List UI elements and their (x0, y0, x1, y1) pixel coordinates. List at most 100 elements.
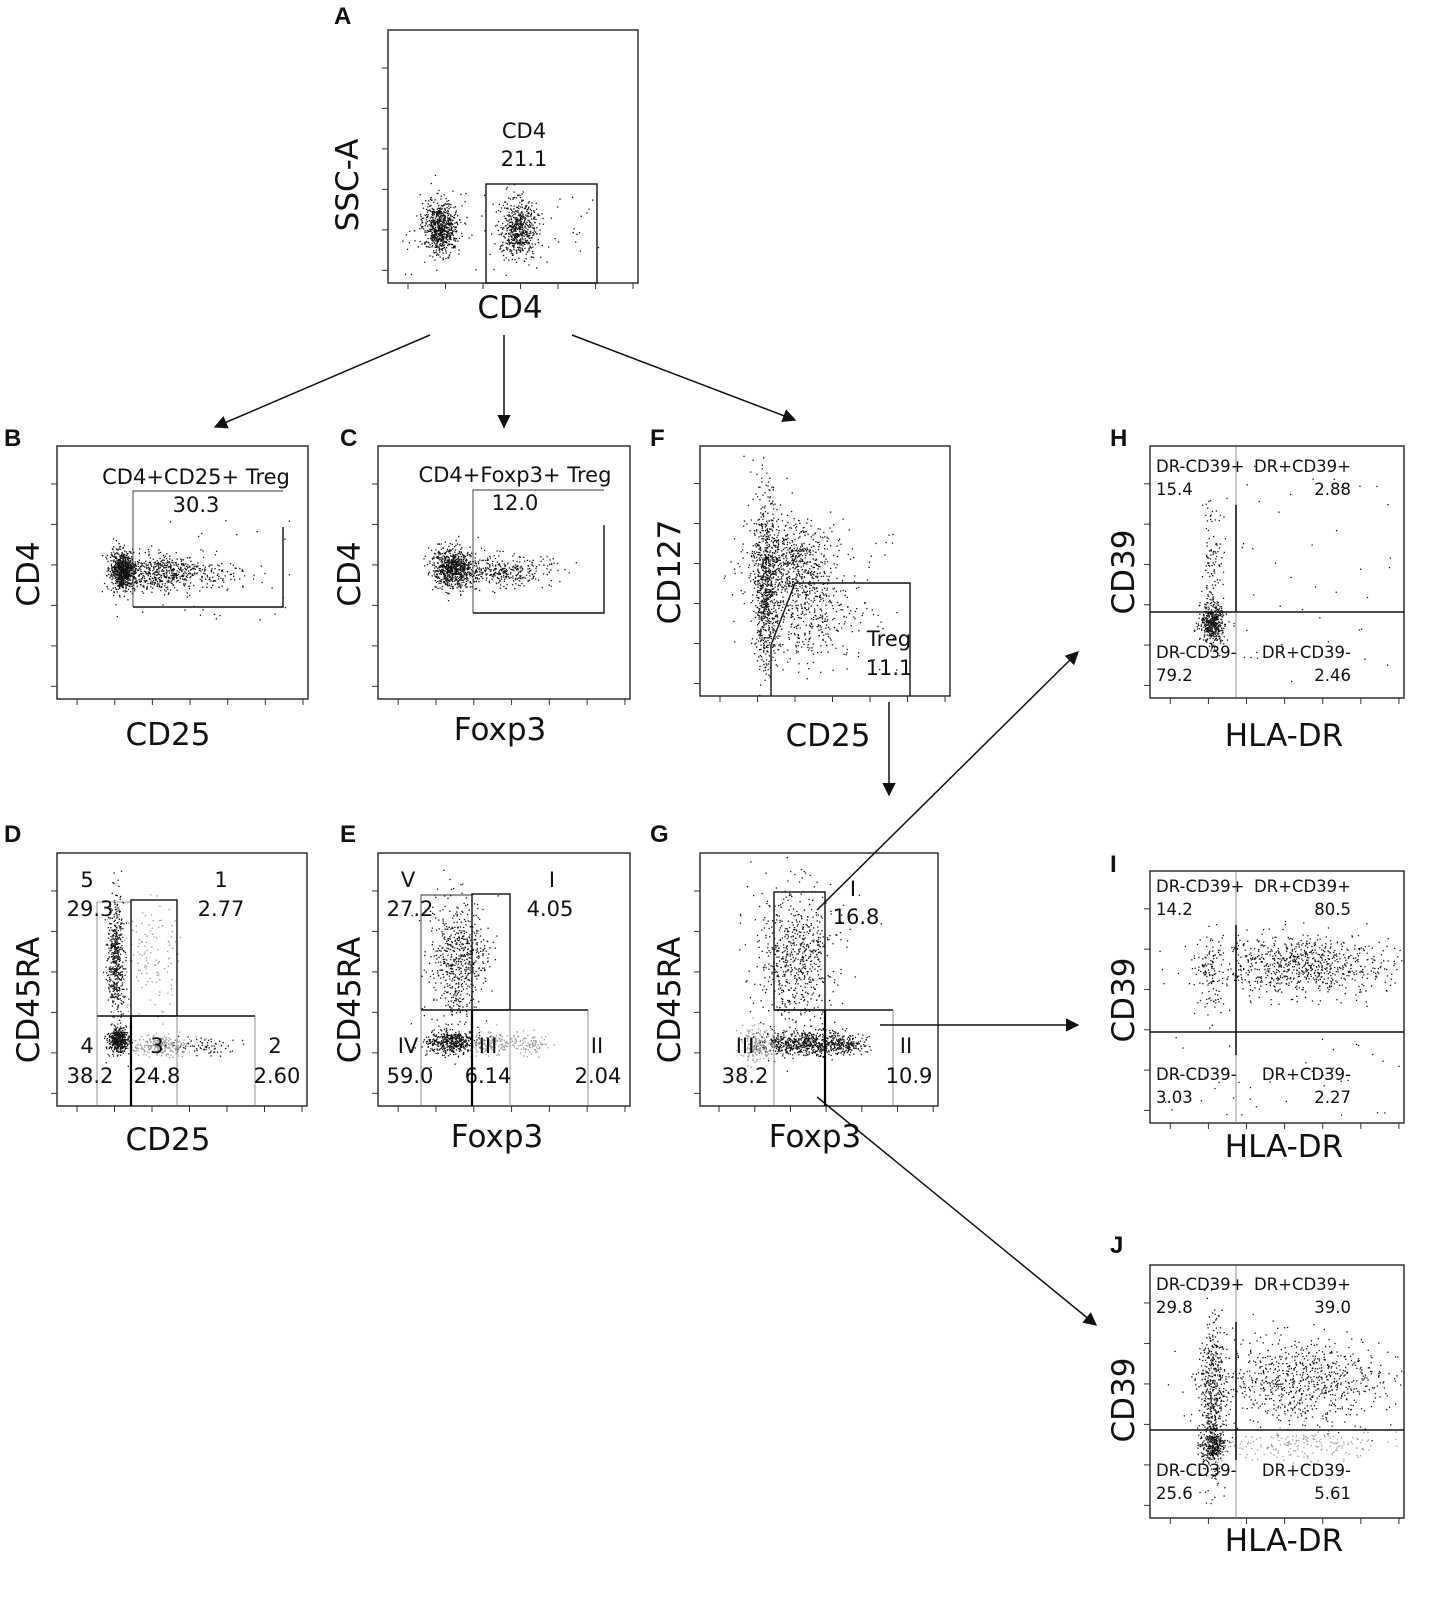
event-dot (768, 591, 770, 593)
event-dot (454, 559, 457, 561)
event-dot (171, 559, 173, 561)
event-dot (121, 584, 123, 586)
event-dot (232, 572, 235, 575)
event-dot (474, 572, 476, 574)
event-dot (758, 634, 760, 636)
event-dot (118, 543, 120, 545)
event-dot (817, 541, 819, 544)
event-dot (806, 552, 808, 554)
event-dot (528, 579, 530, 581)
event-dot (763, 597, 765, 599)
event-dot (824, 561, 826, 563)
event-dot (446, 227, 448, 229)
event-dot (767, 556, 769, 558)
event-dot (432, 256, 434, 258)
event-dot (814, 532, 817, 534)
event-dot (512, 197, 514, 199)
event-dot (118, 563, 120, 565)
event-dot (542, 558, 544, 560)
event-dot (774, 570, 776, 572)
event-dot (519, 215, 521, 217)
event-dot (768, 674, 770, 676)
event-dot (451, 563, 453, 565)
event-dot (123, 553, 126, 556)
event-dot (522, 227, 524, 229)
event-dot (487, 563, 489, 565)
event-dot (770, 540, 773, 542)
event-dot (447, 550, 449, 552)
event-dot (439, 256, 441, 258)
event-dot (434, 552, 436, 555)
event-dot (201, 532, 203, 535)
event-dot (516, 217, 518, 219)
event-dot (131, 565, 133, 568)
event-dot (552, 558, 554, 560)
event-dot (475, 569, 477, 571)
event-dot (427, 241, 430, 244)
event-dot (123, 557, 125, 559)
event-dot (476, 578, 479, 580)
arrow-a-to-b (213, 334, 431, 429)
event-dot (154, 571, 156, 573)
event-dot (778, 569, 780, 572)
event-dot (524, 218, 526, 221)
event-dot (795, 529, 797, 531)
event-dot (209, 564, 211, 566)
event-dot (765, 666, 767, 668)
event-dot (774, 645, 776, 647)
event-dot (121, 569, 123, 571)
event-dot (458, 253, 460, 255)
event-dot (826, 540, 828, 542)
event-dot (455, 558, 458, 561)
event-dot (446, 565, 448, 568)
event-dot (454, 553, 456, 556)
event-dot (419, 224, 422, 226)
event-dot (546, 568, 548, 570)
event-dot (120, 568, 122, 571)
event-dot (787, 564, 789, 567)
event-dot (498, 578, 500, 580)
event-dot (156, 569, 158, 571)
event-dot (455, 231, 457, 233)
event-dot (119, 577, 121, 579)
event-dot (758, 536, 760, 538)
event-dot (148, 553, 150, 555)
event-dot (457, 573, 460, 575)
event-dot (451, 569, 454, 571)
event-dot (823, 570, 825, 573)
event-dot (455, 238, 458, 240)
event-dot (129, 567, 131, 569)
event-dot (154, 577, 156, 579)
event-dot (183, 584, 185, 586)
event-dot (533, 230, 536, 232)
event-dot (123, 595, 126, 598)
event-dot (443, 194, 445, 196)
event-dot (451, 576, 453, 579)
event-dot (531, 218, 533, 220)
event-dot (516, 239, 519, 241)
event-dot (118, 578, 120, 580)
event-dot (469, 586, 471, 588)
event-dot (430, 198, 432, 200)
event-dot (772, 645, 774, 647)
event-dot (517, 577, 520, 579)
event-dot (118, 565, 120, 567)
event-dot (519, 577, 521, 579)
event-dot (759, 557, 761, 559)
event-dot (773, 534, 776, 536)
event-dot (113, 561, 115, 563)
event-dot (446, 221, 448, 223)
event-dot (761, 617, 763, 619)
event-dot (868, 566, 870, 569)
event-dot (113, 538, 115, 540)
event-dot (764, 598, 766, 601)
event-dot (434, 228, 436, 231)
event-dot (469, 555, 472, 557)
event-dot (441, 227, 443, 229)
event-dot (511, 221, 513, 223)
event-dot (451, 587, 454, 590)
event-dot (445, 567, 447, 570)
event-dot (440, 557, 442, 559)
event-dot (461, 569, 463, 571)
event-dot (429, 217, 431, 219)
